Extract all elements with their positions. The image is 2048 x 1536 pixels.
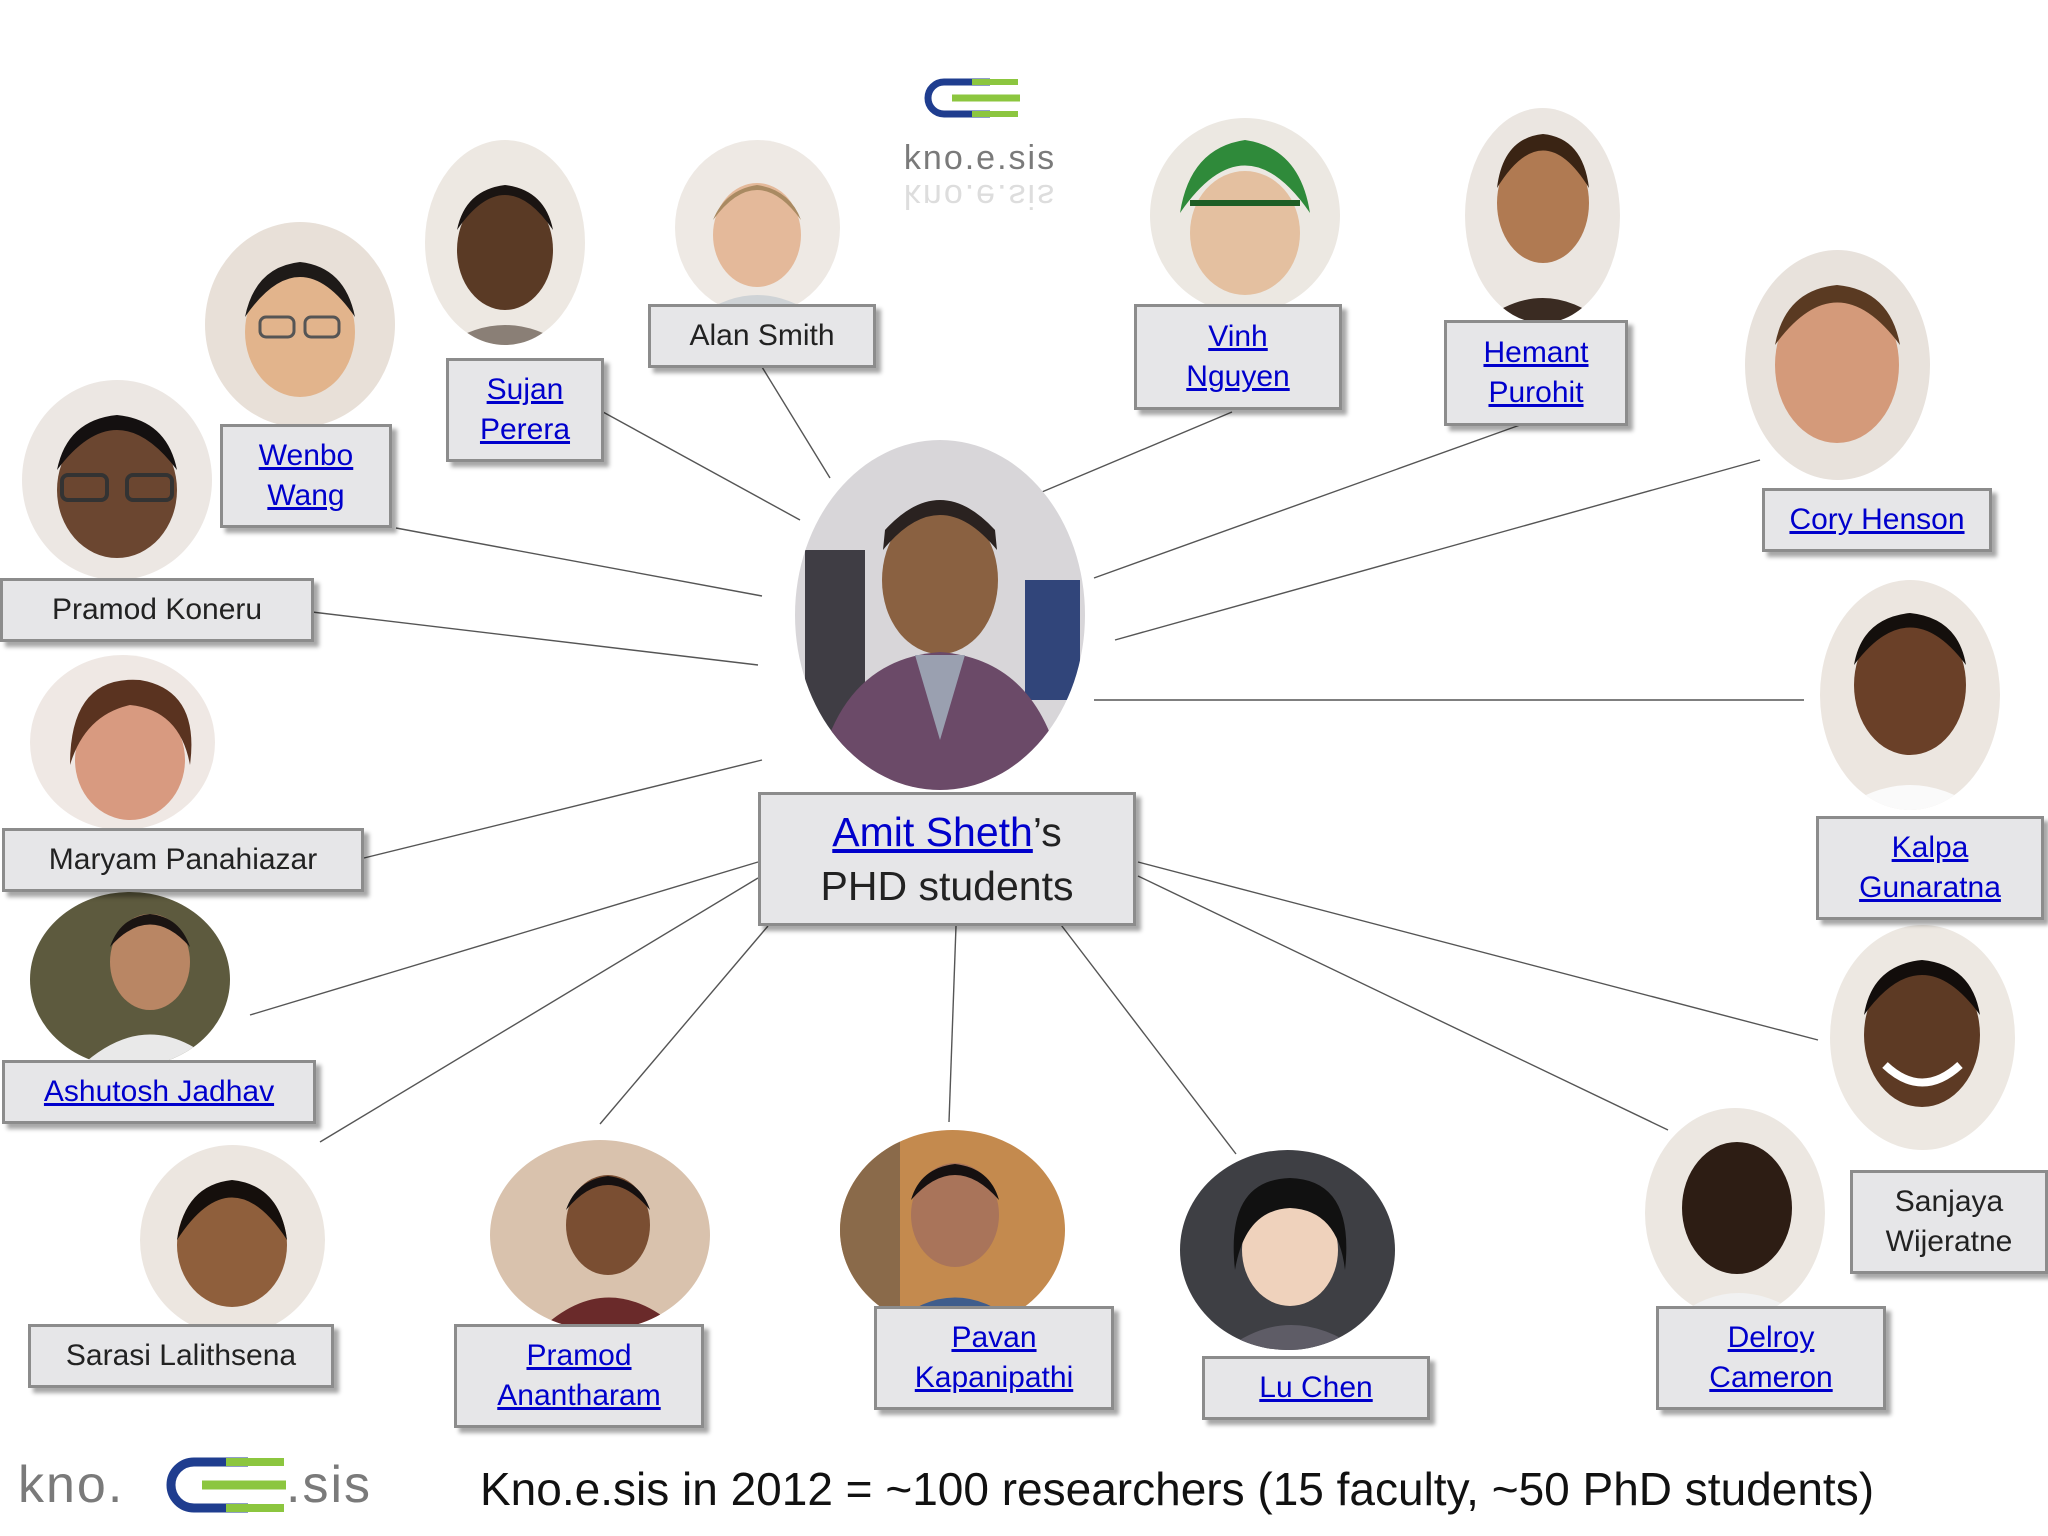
label-sarasi-lalithsena: Sarasi Lalithsena xyxy=(28,1324,334,1388)
footer-caption: Kno.e.sis in 2012 = ~100 researchers (15… xyxy=(480,1463,1875,1515)
student-link-line2[interactable]: Wang xyxy=(267,479,345,512)
student-link-line2[interactable]: Anantharam xyxy=(497,1379,661,1412)
connector-sujan-perera xyxy=(602,411,801,521)
student-link-line1[interactable]: Pramod xyxy=(526,1339,632,1372)
label-pavan-kapanipathi: Pavan Kapanipathi xyxy=(874,1306,1114,1410)
photo-ashutosh-jadhav xyxy=(30,892,230,1067)
photo-pramod-anantharam xyxy=(490,1140,710,1330)
advisor-photo xyxy=(795,440,1085,790)
student-link-line2[interactable]: Perera xyxy=(479,413,571,446)
label-lu-chen: Lu Chen xyxy=(1202,1356,1430,1420)
logo-wordmark: kno.e.sis xyxy=(903,139,1057,177)
connector-vinh-nguyen xyxy=(1029,411,1233,498)
label-cory-henson: Cory Henson xyxy=(1762,488,1992,552)
knoesis-e-mark-icon xyxy=(924,78,1020,118)
photo-sujan-perera xyxy=(425,140,585,345)
photo-delroy-cameron xyxy=(1645,1108,1825,1318)
student-link-line1[interactable]: Delroy xyxy=(1727,1321,1815,1354)
student-link-line2[interactable]: Purohit xyxy=(1488,376,1584,409)
label-hemant-purohit: Hemant Purohit xyxy=(1444,320,1628,426)
advisor-link[interactable]: Amit Sheth xyxy=(832,809,1033,855)
connector-delroy-cameron xyxy=(1137,875,1669,1131)
connector-sarasi-lalithsena xyxy=(319,877,759,1143)
advisor-suffix: ’s xyxy=(1032,809,1062,855)
photo-hemant-purohit xyxy=(1465,108,1620,323)
student-name: Sarasi Lalithsena xyxy=(65,1339,297,1372)
photo-kalpa-gunaratna xyxy=(1820,580,2000,810)
svg-text:.sis: .sis xyxy=(286,1456,372,1514)
student-link[interactable]: Ashutosh Jadhav xyxy=(43,1075,275,1108)
label-pramod-anantharam: Pramod Anantharam xyxy=(454,1324,704,1428)
label-sujan-perera: Sujan Perera xyxy=(446,358,604,462)
knoesis-logo-top: kno.e.sis kno.e.sis xyxy=(860,68,1100,258)
student-link-line1[interactable]: Pavan xyxy=(951,1321,1037,1354)
connector-wenbo-wang xyxy=(395,527,763,597)
photo-pavan-kapanipathi xyxy=(840,1130,1065,1330)
knoesis-logo-bottom: kno. .sis xyxy=(18,1450,418,1520)
student-link-line2[interactable]: Kapanipathi xyxy=(914,1361,1074,1394)
photo-wenbo-wang xyxy=(205,222,395,427)
connector-pramod-koneru xyxy=(311,611,759,666)
photo-maryam-panahiazar xyxy=(30,655,215,830)
connector-alan-smith xyxy=(761,366,831,479)
student-link[interactable]: Cory Henson xyxy=(1789,503,1965,536)
logo-wordmark-reflection: kno.e.sis xyxy=(903,177,1057,215)
connector-pavan-kapanipathi xyxy=(948,925,957,1123)
student-link-line2[interactable]: Gunaratna xyxy=(1859,871,2001,904)
student-name: Maryam Panahiazar xyxy=(48,843,318,876)
knoesis-wordmark-icon: kno. .sis xyxy=(18,1456,372,1514)
student-link-line2[interactable]: Cameron xyxy=(1709,1361,1833,1394)
photo-alan-smith xyxy=(675,140,840,315)
label-wenbo-wang: Wenbo Wang xyxy=(220,424,392,528)
connector-lu-chen xyxy=(1041,899,1237,1155)
center-label-line2: PHD students xyxy=(820,863,1074,909)
connector-cory-henson xyxy=(1114,459,1761,641)
label-maryam-panahiazar: Maryam Panahiazar xyxy=(2,828,364,892)
connector-sanjaya-wijeratne xyxy=(1137,861,1819,1041)
center-label: Amit Sheth’s PHD students xyxy=(758,792,1136,926)
student-name-line1: Sanjaya xyxy=(1894,1185,2004,1218)
connector-pramod-anantharam xyxy=(599,925,769,1125)
svg-text:kno.: kno. xyxy=(18,1456,124,1514)
label-vinh-nguyen: Vinh Nguyen xyxy=(1134,304,1342,410)
photo-pramod-koneru xyxy=(22,380,212,580)
label-ashutosh-jadhav: Ashutosh Jadhav xyxy=(2,1060,316,1124)
label-sanjaya-wijeratne: Sanjaya Wijeratne xyxy=(1850,1170,2048,1274)
label-delroy-cameron: Delroy Cameron xyxy=(1656,1306,1886,1410)
photo-sanjaya-wijeratne xyxy=(1830,925,2015,1150)
photo-vinh-nguyen xyxy=(1150,118,1340,313)
student-name-line2: Wijeratne xyxy=(1885,1225,2013,1258)
photo-sarasi-lalithsena xyxy=(140,1145,325,1335)
student-link-line2[interactable]: Nguyen xyxy=(1186,360,1290,393)
connector-hemant-purohit xyxy=(1093,424,1521,579)
label-alan-smith: Alan Smith xyxy=(648,304,876,368)
student-name: Pramod Koneru xyxy=(51,593,263,626)
student-link[interactable]: Lu Chen xyxy=(1259,1371,1373,1404)
student-link-line1[interactable]: Hemant xyxy=(1483,336,1589,369)
connector-maryam-panahiazar xyxy=(363,759,763,859)
photo-lu-chen xyxy=(1180,1150,1395,1350)
student-link-line1[interactable]: Kalpa xyxy=(1891,831,1969,864)
label-kalpa-gunaratna: Kalpa Gunaratna xyxy=(1816,816,2044,920)
photo-cory-henson xyxy=(1745,250,1930,480)
student-link-line1[interactable]: Wenbo xyxy=(258,439,354,472)
connector-ashutosh-jadhav xyxy=(249,861,759,1016)
student-name: Alan Smith xyxy=(689,319,835,352)
label-pramod-koneru: Pramod Koneru xyxy=(0,578,314,642)
student-link-line1[interactable]: Vinh xyxy=(1208,320,1268,353)
student-link-line1[interactable]: Sujan xyxy=(486,373,564,406)
